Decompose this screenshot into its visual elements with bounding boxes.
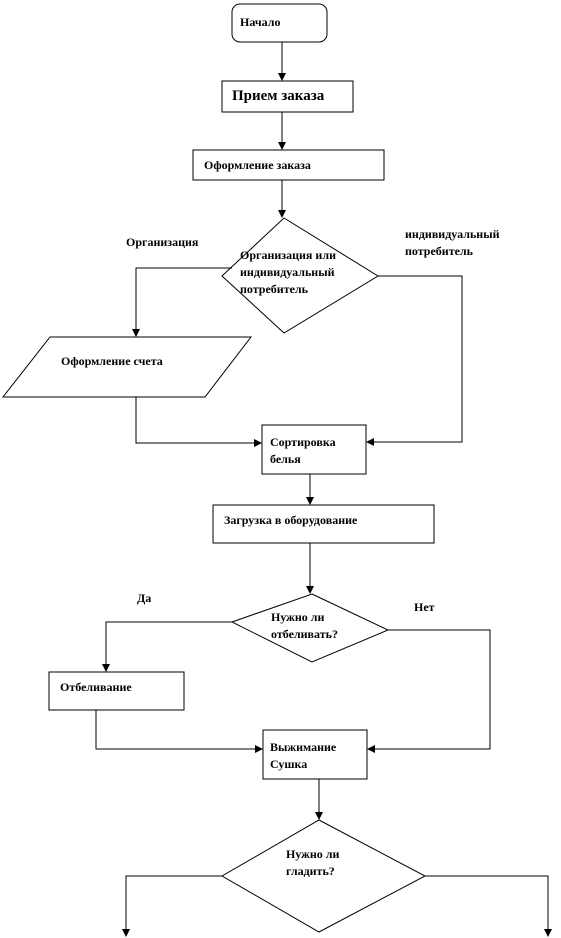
bleaching-node (48, 671, 185, 711)
bleach-no-label: Нет (414, 600, 435, 614)
process-order-label: Оформление заказа (204, 158, 311, 172)
decision-bleach-label: Нужно ли отбеливать? (271, 610, 338, 641)
decision-customer-node (221, 217, 379, 334)
invoice-node (1, 336, 253, 398)
individual-branch-label: индивидуальный потребитель (405, 227, 500, 258)
edge-bleach-yes (102, 621, 232, 672)
receive-order-label: Прием заказа (232, 88, 325, 104)
edge-decision-to-invoice (132, 267, 232, 337)
receive-order-node (221, 80, 354, 113)
edge-iron-left (122, 875, 222, 937)
edge-bleach-no (367, 629, 491, 753)
bleach-yes-label: Да (137, 591, 152, 605)
organization-branch-label: Организация (126, 235, 199, 249)
invoice-label: Оформление счета (61, 354, 163, 368)
edge-bleaching-to-spin (95, 710, 263, 753)
decision-bleach-node (230, 593, 390, 663)
sort-laundry-node (261, 424, 367, 475)
start-node (231, 3, 328, 43)
bleaching-label: Отбеливание (60, 680, 132, 694)
edge-invoice-to-sort (135, 397, 262, 447)
load-equipment-node (212, 504, 435, 544)
edge-decision-to-sort (366, 275, 463, 446)
spin-dry-label: Выжимание Сушка (270, 740, 337, 771)
start-label: Начало (240, 15, 281, 29)
decision-iron-label: Нужно ли гладить? (286, 847, 340, 878)
sort-laundry-label: Сортировка белья (270, 435, 336, 466)
decision-customer-label: Организация или индивидуальный потребите… (240, 248, 336, 296)
spin-dry-node (262, 729, 368, 780)
load-equipment-label: Загрузка в оборудование (224, 513, 358, 527)
process-order-node (192, 149, 385, 181)
edge-iron-right (425, 875, 552, 937)
decision-iron-node (220, 819, 427, 933)
